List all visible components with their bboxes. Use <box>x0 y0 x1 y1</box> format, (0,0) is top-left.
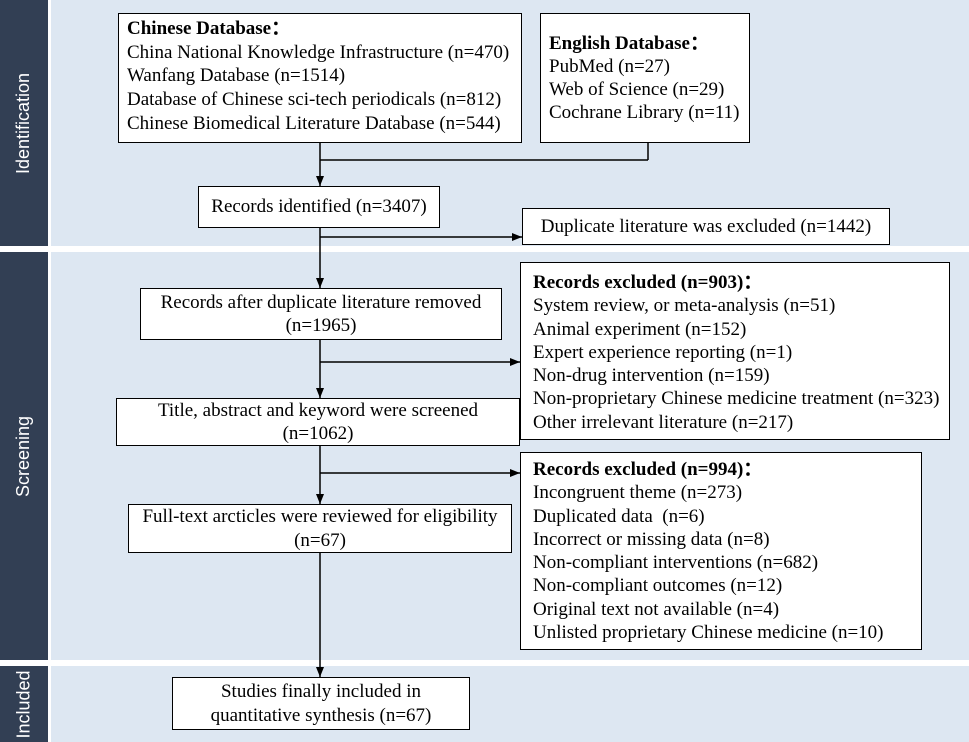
records-excluded-eligibility-box: Records excluded (n=994)： Incongruent th… <box>520 452 922 650</box>
records-identified-text: Records identified (n=3407) <box>211 196 427 218</box>
identification-phase-band: Identification <box>0 0 48 246</box>
records-excluded-screening-box: Records excluded (n=903)： System review,… <box>520 262 950 440</box>
exclusion-reason: Non-compliant interventions (n=682) <box>533 552 819 574</box>
english-database-item: PubMed (n=27) <box>549 56 671 77</box>
exclusion-reason: Incongruent theme (n=273) <box>533 482 743 504</box>
records-after-duplicates-box: Records after duplicate literature remov… <box>140 288 502 340</box>
exclusion-reason: Non-compliant outcomes (n=12) <box>533 575 783 597</box>
exclusion-reason: Animal experiment (n=152) <box>533 318 747 340</box>
exclusion-reason: Unlisted proprietary Chinese medicine (n… <box>533 622 884 644</box>
english-database-item: Cochrane Library (n=11) <box>549 102 740 123</box>
english-database-box: English Database： PubMed (n=27) Web of S… <box>540 13 750 143</box>
chinese-database-item: Chinese Biomedical Literature Database (… <box>127 112 501 134</box>
title-abstract-screened-text: Title, abstract and keyword were screene… <box>157 399 479 421</box>
exclusion-reason: Non-proprietary Chinese medicine treatme… <box>533 388 940 410</box>
studies-included-text: Studies finally included in <box>220 681 421 702</box>
exclusion-reason: Other irrelevant literature (n=217) <box>533 411 794 433</box>
english-database-title: English Database： <box>549 33 709 54</box>
included-phase-band: Included <box>0 666 48 742</box>
chinese-database-item: China National Knowledge Infrastructure … <box>127 41 510 63</box>
exclusion-reason: Non-drug intervention (n=159) <box>533 365 770 387</box>
exclusion-reason: Incorrect or missing data (n=8) <box>533 528 770 550</box>
chinese-database-item: Wanfang Database (n=1514) <box>127 65 346 87</box>
exclusion-reason: Original text not available (n=4) <box>533 598 780 620</box>
duplicates-excluded-box: Duplicate literature was excluded (n=144… <box>522 208 890 245</box>
full-text-reviewed-count: (n=67) <box>294 529 346 551</box>
screening-phase-band: Screening <box>0 252 48 660</box>
chinese-database-item: Database of Chinese sci-tech periodicals… <box>127 89 502 111</box>
records-after-duplicates-text: Records after duplicate literature remov… <box>160 291 482 313</box>
records-excluded-eligibility-title: Records excluded (n=994)： <box>533 459 763 480</box>
exclusion-reason: Expert experience reporting (n=1) <box>533 341 793 363</box>
records-after-duplicates-count: (n=1965) <box>285 315 357 336</box>
studies-included-box: Studies finally included in quantitative… <box>172 677 470 730</box>
exclusion-reason: Duplicated data (n=6) <box>533 505 705 527</box>
full-text-reviewed-text: Full-text arcticles were reviewed for el… <box>142 506 498 527</box>
duplicates-excluded-text: Duplicate literature was excluded (n=144… <box>540 215 872 237</box>
records-excluded-screening-title: Records excluded (n=903)： <box>533 272 763 293</box>
chinese-database-box: Chinese Database： China National Knowled… <box>118 13 522 143</box>
full-text-reviewed-box: Full-text arcticles were reviewed for el… <box>128 504 512 553</box>
records-identified-box: Records identified (n=3407) <box>198 186 440 228</box>
english-database-item: Web of Science (n=29) <box>549 79 725 100</box>
exclusion-reason: System review, or meta-analysis (n=51) <box>533 295 836 317</box>
studies-included-count: quantitative synthesis (n=67) <box>210 704 432 726</box>
title-abstract-screened-count: (n=1062) <box>282 423 354 444</box>
chinese-database-title: Chinese Database： <box>127 18 291 39</box>
title-abstract-screened-box: Title, abstract and keyword were screene… <box>116 398 520 446</box>
